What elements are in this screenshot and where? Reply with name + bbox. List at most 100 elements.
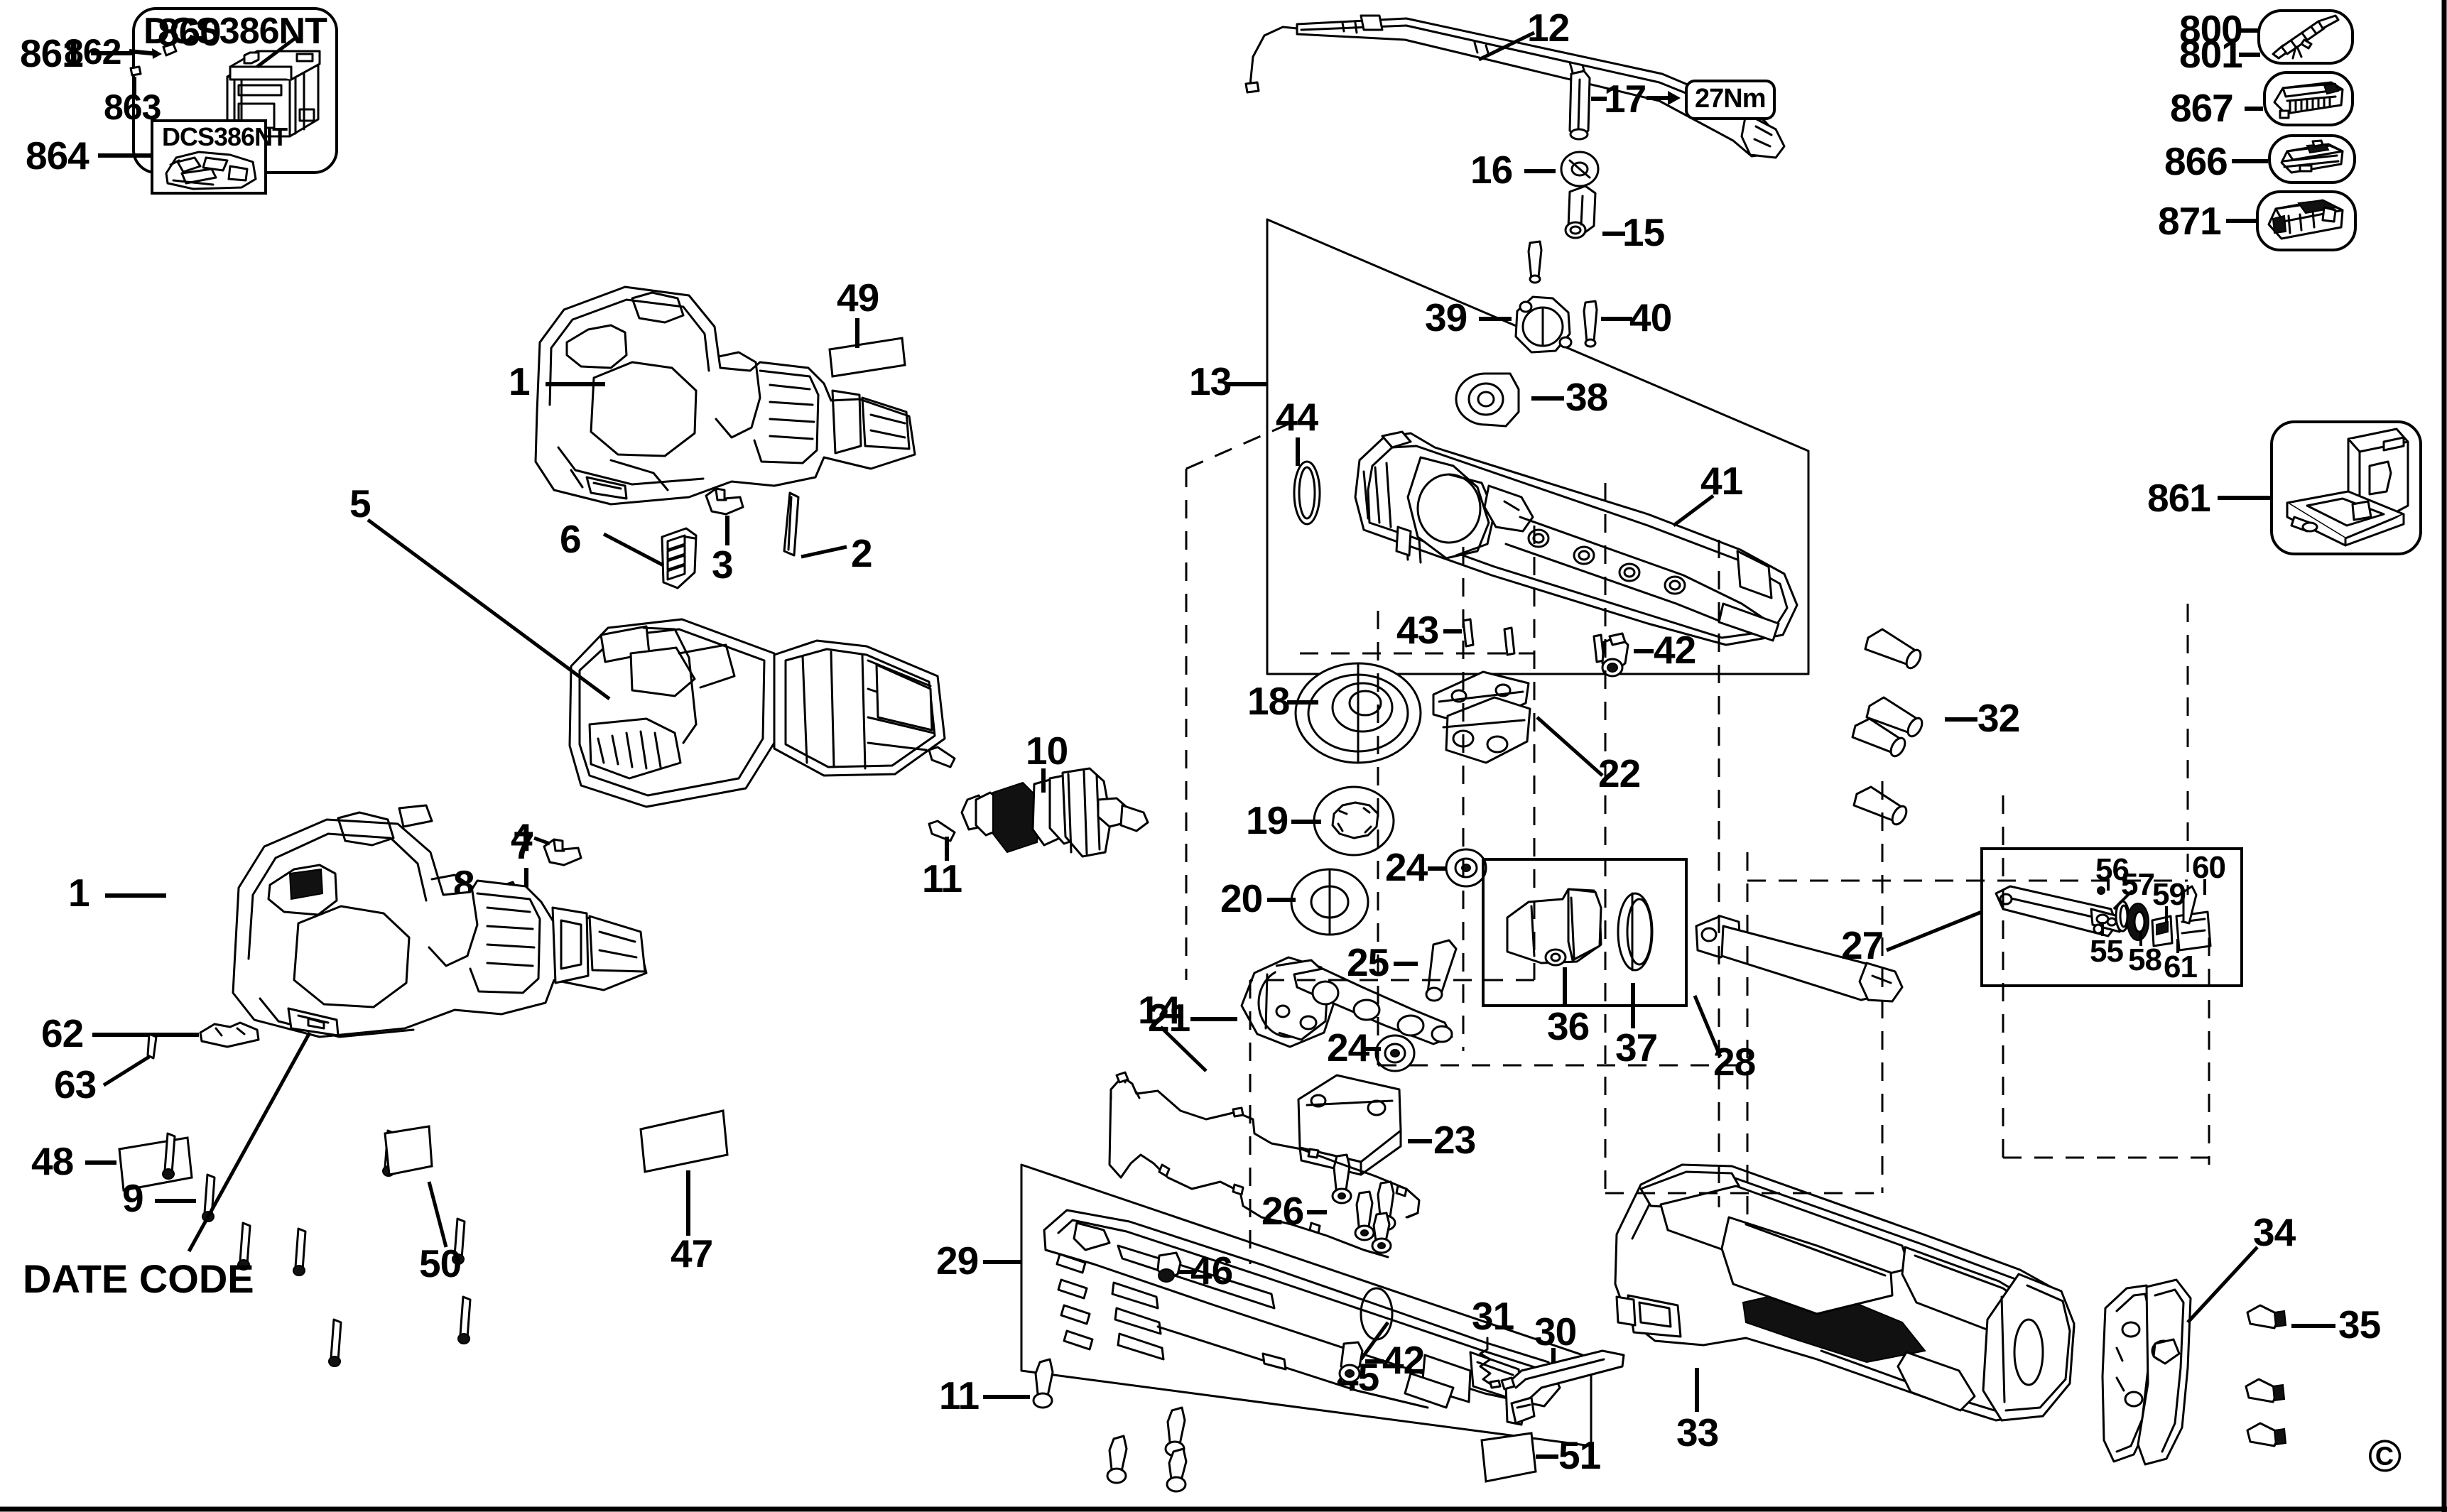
inset-insert-model-label: DCS386NT (162, 122, 288, 151)
part-2-contact-strip (777, 490, 808, 561)
callout-45: 45 (1337, 1355, 1379, 1399)
leader-800 (2239, 28, 2260, 33)
leader-47 (686, 1170, 690, 1236)
leader-864 (98, 153, 151, 158)
part-7-brush (516, 893, 537, 912)
leader-861-open (2218, 496, 2270, 500)
callout-37: 37 (1615, 1026, 1658, 1070)
leader-27 (1884, 908, 1986, 954)
leader-44 (1296, 437, 1300, 466)
part-4-terminal (541, 837, 584, 868)
callout-800: 800 (2179, 7, 2243, 51)
leader-46 (1178, 1270, 1196, 1274)
leader-2 (801, 540, 850, 561)
callout-49: 49 (837, 276, 879, 320)
callout-42-upper: 42 (1654, 628, 1696, 672)
leader-30 (1551, 1348, 1556, 1379)
callout-47: 47 (671, 1231, 713, 1276)
callout-23: 23 (1433, 1118, 1476, 1162)
leader-34 (2183, 1244, 2262, 1327)
leader-8 (489, 886, 504, 891)
callout-19: 19 (1246, 798, 1288, 842)
callout-10: 10 (1026, 729, 1068, 773)
bushing-15 (1554, 183, 1608, 246)
washer-20 (1287, 865, 1375, 940)
leader-29 (983, 1260, 1021, 1264)
leader-18-line (1287, 700, 1318, 705)
leader-33 (1695, 1368, 1699, 1412)
accessory-box-battery-compact (2268, 134, 2356, 184)
callout-46: 46 (1190, 1249, 1233, 1293)
leader-23 (1408, 1139, 1432, 1143)
callout-30: 30 (1534, 1310, 1577, 1354)
callout-50: 50 (419, 1241, 462, 1285)
leader-24-upper (1428, 866, 1446, 871)
spring-31 (1475, 1337, 1506, 1389)
callout-40: 40 (1629, 295, 1672, 339)
cover-45 (1030, 1180, 1612, 1415)
accessory-box-tough-case-open (2270, 420, 2422, 555)
leader-date-code (185, 1030, 313, 1257)
nameplate-50 (318, 1122, 433, 1207)
callout-31: 31 (1472, 1294, 1514, 1338)
leader-43 (1443, 629, 1462, 633)
screw-11a (923, 744, 966, 780)
leader-17-left (1591, 97, 1607, 101)
part-62-lever (196, 1020, 264, 1050)
callout-866: 866 (2164, 139, 2228, 183)
leader-62 (92, 1033, 199, 1037)
callout-57: 57 (2121, 867, 2155, 902)
leader-59 (2165, 906, 2168, 922)
nameplate-49 (827, 332, 908, 379)
leader-10 (1041, 768, 1046, 793)
callout-63: 63 (54, 1062, 97, 1106)
torque-spec-badge: 27Nm (1685, 80, 1776, 120)
callout-44: 44 (1276, 395, 1318, 439)
screw-cluster (156, 1094, 540, 1392)
callout-861-case: 861 (20, 31, 84, 75)
callout-862: 862 (64, 32, 121, 72)
callout-39: 39 (1425, 295, 1467, 339)
leader-861-case (91, 51, 132, 55)
callout-861-open: 861 (2147, 476, 2211, 520)
leader-3 (725, 516, 729, 545)
leader-11-upper (945, 837, 949, 861)
callout-41: 41 (1700, 459, 1743, 503)
callout-11-upper: 11 (922, 856, 962, 901)
leader-21 (1190, 1017, 1237, 1021)
pin-25 (1419, 937, 1469, 1006)
leader-61 (2176, 939, 2179, 953)
callout-863: 863 (104, 87, 161, 127)
callout-24-upper: 24 (1385, 845, 1428, 889)
leader-26 (1307, 1210, 1327, 1214)
shoe-34 (2095, 1277, 2237, 1476)
part-3-terminal (703, 486, 746, 517)
callout-38: 38 (1566, 375, 1608, 419)
leader-56 (2107, 879, 2110, 891)
plug-42-upper (1595, 632, 1639, 685)
date-code-label: DATE CODE (23, 1256, 254, 1301)
callout-12: 12 (1527, 6, 1570, 50)
leader-40 (1601, 317, 1632, 321)
pins-43 (1460, 614, 1631, 666)
leader-15 (1602, 232, 1625, 236)
callout-1-upper-housing: 1 (509, 359, 531, 403)
leader-22 (1534, 710, 1605, 781)
leader-25 (1394, 962, 1418, 966)
leader-50 (426, 1179, 455, 1250)
callout-801: 801 (2179, 32, 2243, 76)
armature-10 (957, 767, 1156, 903)
callout-867: 867 (2170, 86, 2234, 130)
leader-871 (2226, 219, 2256, 223)
bearing-24-lower (1372, 1031, 1419, 1077)
leader-1-upper (546, 382, 605, 386)
callout-16: 16 (1470, 148, 1513, 192)
callout-27: 27 (1841, 923, 1884, 967)
bracket-22 (1429, 670, 1543, 777)
leader-13 (1226, 382, 1267, 386)
callout-25: 25 (1347, 940, 1389, 984)
section-29-boundary (1017, 1158, 1614, 1456)
callout-1-lower-housing: 1 (68, 871, 90, 915)
arrow-17-to-torque (1646, 85, 1683, 114)
